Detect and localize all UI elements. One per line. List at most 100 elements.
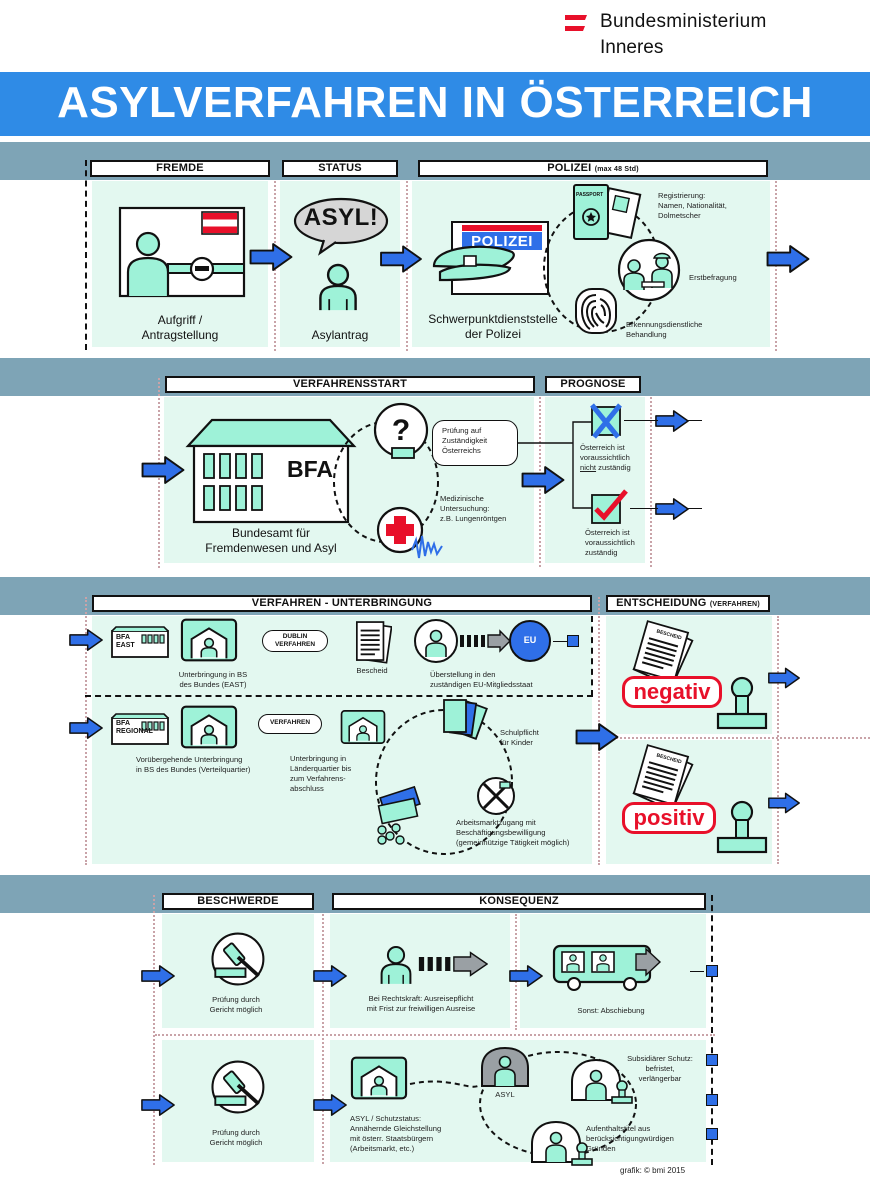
gavel-icon [204,1058,270,1116]
note-arbeit: Arbeitsmarktzugang mit Beschäftigungsbew… [456,818,570,847]
border-crossing-icon [118,206,246,298]
line [688,508,702,509]
bfa-sign-text: BFA [287,456,333,482]
passport-label: PASSPORT [576,192,604,198]
police-station-icon [432,221,549,295]
note-registrierung: Registrierung: Namen, Nationalität, Dolm… [658,191,727,220]
gavel-icon [204,930,270,988]
note-abschiebung: Sonst: Abschiebung [577,1006,645,1015]
arrow-icon [520,466,566,494]
eu-label: EU [523,635,537,645]
tools-icon [477,777,515,815]
end-marker [706,1054,718,1066]
negativ-badge: negativ [622,676,722,708]
note-erkennung: Erkennungsdienstliche Behandlung [626,320,703,339]
section1-left-border [85,160,87,350]
pill-verfahren-text: VERFAHREN [269,719,311,726]
bescheid-negativ-icon [632,620,694,688]
header-prognose: PROGNOSE [545,376,641,393]
transfer-icon [414,619,551,663]
page-title: ASYLVERFAHREN IN ÖSTERREICH [57,78,813,127]
credit: grafik: © bmi 2015 [620,1166,686,1175]
header-verfahrensstart: VERFAHRENSSTART [165,376,535,393]
pill-verfahren [258,714,322,734]
passport-icon [573,184,642,240]
section4-right-border [711,895,713,1165]
divider [600,737,870,739]
austria-flag-icon [565,15,587,31]
accommodation-icon [180,617,238,663]
arrow-icon [574,723,620,751]
pruefung-box [432,420,518,466]
integration-circle [375,709,513,855]
arrow-icon [655,410,689,432]
note-schulpflicht: Schulpflicht für Kinder [500,728,539,747]
question-stamp-icon: ? [373,402,429,459]
caption-asylantrag: Asylantrag [311,328,369,342]
medical-cross-icon [376,506,443,559]
line [624,420,658,421]
note-ausreise: Bei Rechtskraft: Ausreisepflicht mit Fri… [366,994,476,1013]
note-voruebergehend: Vorübergehende Unterbringung in BS des B… [136,755,251,774]
divider [650,397,652,567]
header-polizei: POLIZEI (max 48 Std) [418,160,768,177]
note-ueberstellung: Überstellung in den zuständigen EU-Mitgl… [430,670,533,689]
note-subsidiaer: Subsidiärer Schutz: befristet, verlänger… [627,1054,693,1083]
end-marker [706,1094,718,1106]
subsidiaer-icon [571,1058,633,1104]
note-erstbefragung: Erstbefragung [689,273,737,282]
divider [155,1034,715,1036]
end-marker [706,1128,718,1140]
positiv-badge: positiv [622,802,716,834]
divider [777,616,779,864]
asyl-bubble-text: ASYL! [303,204,379,231]
caption-bfa: Bundesamt für Fremdenwesen und Asyl [205,526,337,555]
svg-text:?: ? [392,414,410,447]
line [688,420,702,421]
arrow-icon [248,243,294,271]
header-entscheidung: ENTSCHEIDUNG (VERFAHREN) [606,595,770,612]
arrow-icon [765,245,811,273]
arrow-icon [508,965,544,987]
arrow-icon [768,667,800,689]
departure-arrow-icon [418,951,488,977]
note-pruefung: Prüfung auf Zuständigkeit Österreichs [442,426,488,455]
arrow-icon [140,965,176,987]
end-marker [567,635,579,647]
header-konsequenz: KONSEQUENZ [332,893,706,910]
asyl-person-icon [481,1046,529,1087]
accommodation-icon [350,1054,408,1102]
ministry-name-line2: Inneres [600,37,664,58]
divider [322,914,324,1164]
header-status: STATUS [282,160,398,177]
caption-aufgriff: Aufgriff / Antragstellung [141,313,219,342]
header-beschwerde: BESCHWERDE [162,893,314,910]
note-aufenthalt: Aufenthaltstitel aus berücksichtigungwür… [586,1124,674,1153]
check-mark-icon [591,489,628,524]
money-icon [377,785,421,845]
arrow-icon [655,498,689,520]
line [553,641,567,642]
bfa-building-icon [185,418,357,524]
arrow-icon [312,965,348,987]
pill-dublin-text: DUBLIN VERFAHREN [274,633,316,648]
arrow-icon [312,1094,348,1116]
arrow-icon [66,717,106,739]
note-nicht-zustaendig: Österreich ist voraussichtlich nicht zus… [580,443,631,472]
line [690,971,704,972]
arrow-icon [140,1094,176,1116]
aufenthalt-icon [531,1120,593,1166]
end-marker [706,965,718,977]
bfa-east-label: BFA EAST [116,634,135,649]
bfa-east-building-icon [111,626,169,658]
note-unterbringung-east: Unterbringung in BS des Bundes (EAST) [178,670,248,689]
person-icon [378,945,414,985]
police-sign-text: POLIZEI [471,233,533,250]
note-laender: Unterbringung in Länderquartier bis zum … [290,754,352,793]
dublin-border-vertical [591,616,593,696]
arrow-icon [66,629,106,651]
cross-mark-icon [590,403,622,439]
stamp-icon [710,796,770,856]
dublin-border-horizontal [85,695,593,697]
arrow-icon [768,792,800,814]
